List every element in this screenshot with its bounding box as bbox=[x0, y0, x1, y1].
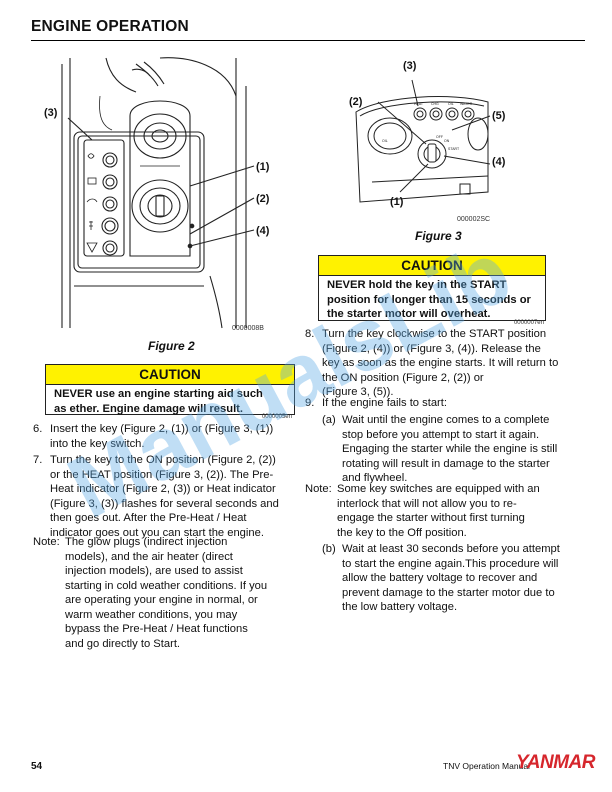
sub-step-label: (a) bbox=[322, 414, 336, 426]
figure-2-callout-4: (4) bbox=[256, 225, 270, 237]
figure-3-callout-4: (4) bbox=[492, 156, 506, 168]
figure-2-callout-2: (2) bbox=[256, 193, 270, 205]
note-label: Note: bbox=[305, 483, 332, 495]
text-line: Turn the key clockwise to the START posi… bbox=[322, 328, 547, 340]
step-number: 9. bbox=[305, 397, 315, 409]
caution-title: CAUTION bbox=[46, 365, 294, 385]
figure-2-illustration bbox=[61, 57, 255, 329]
fig3-oil-gauge-label: OIL bbox=[382, 139, 388, 143]
text-line: If the engine fails to start: bbox=[322, 397, 447, 409]
figure-3-caption: Figure 3 bbox=[415, 229, 462, 243]
caution-box-starting-aid: CAUTION NEVER use an engine starting aid… bbox=[45, 364, 295, 415]
text-line: to start the engine again.This procedure… bbox=[342, 557, 559, 570]
text-line: into the key switch. bbox=[50, 437, 145, 450]
caution-code: 0000007en bbox=[513, 320, 544, 326]
caution-box-start-duration: CAUTION NEVER hold the key in the START … bbox=[318, 255, 546, 321]
text-line: indicator goes out you can start the eng… bbox=[50, 526, 264, 539]
text-line: warm weather conditions, you may bbox=[65, 608, 238, 621]
note-glow-plugs: Note: The glow plugs (indirect injection… bbox=[33, 535, 303, 655]
step-8: 8. Turn the key clockwise to the START p… bbox=[305, 327, 585, 402]
text-line: (Figure 3, (5)). bbox=[322, 386, 394, 398]
text-line: Heat indicator (Figure 2, (3)) or Heat i… bbox=[50, 483, 276, 495]
figure-2-code: 0000008B bbox=[232, 325, 264, 332]
fig3-chg-label: CHG bbox=[431, 102, 439, 106]
text-line: Wait until the engine comes to a complet… bbox=[342, 414, 550, 426]
note-label: Note: bbox=[33, 536, 60, 548]
step-9: 9. If the engine fails to start: bbox=[305, 396, 585, 411]
manual-title: TNV Operation Manual bbox=[443, 761, 530, 771]
fig3-on-label: ON bbox=[444, 139, 450, 143]
figure-3-callout-1: (1) bbox=[390, 196, 404, 208]
text-line: key as soon as the engine starts. It wil… bbox=[322, 357, 559, 369]
text-line: The glow plugs (indirect injection bbox=[65, 536, 228, 548]
text-line: rotating will result in damage to the st… bbox=[342, 457, 550, 470]
text-line: and go directly to Start. bbox=[65, 637, 181, 650]
text-line: models), and the air heater (direct bbox=[65, 550, 233, 563]
fig3-oil-label: OIL bbox=[448, 102, 454, 106]
step-7: 7. Turn the key to the ON position (Figu… bbox=[33, 453, 303, 543]
text-line: allow the battery voltage to recover and bbox=[342, 572, 538, 584]
text-line: engage the starter without first turning bbox=[337, 512, 525, 524]
text-line: Engaging the starter while the engine is… bbox=[342, 443, 558, 455]
figure-2-callout-1: (1) bbox=[256, 161, 270, 173]
header-rule bbox=[31, 40, 585, 41]
text-line: the ON position (Figure 2, (2)) or bbox=[322, 371, 484, 384]
sub-step-label: (b) bbox=[322, 543, 336, 555]
figure-3-callout-3: (3) bbox=[403, 60, 417, 72]
caution-line: the starter motor will overheat. bbox=[327, 308, 491, 320]
text-line: injection models), are used to assist bbox=[65, 565, 243, 577]
text-line: (Figure 2, (4)) or (Figure 3, (4)). Rele… bbox=[322, 342, 541, 355]
caution-title: CAUTION bbox=[319, 256, 545, 276]
step-9b: (b) Wait at least 30 seconds before you … bbox=[322, 542, 585, 617]
figure-3-callout-2: (2) bbox=[349, 96, 363, 108]
step-9a: (a) Wait until the engine comes to a com… bbox=[322, 413, 585, 488]
text-line: are operating your engine in normal, or bbox=[65, 594, 258, 606]
text-line: (Figure 3, (3)) flashes for several seco… bbox=[50, 497, 279, 510]
caution-line: position for longer than 15 seconds or bbox=[327, 293, 531, 306]
text-line: Insert the key (Figure 2, (1)) or (Figur… bbox=[50, 423, 274, 435]
note-interlock: Note: Some key switches are equipped wit… bbox=[305, 482, 585, 542]
fig3-water-label: WATER bbox=[460, 102, 473, 106]
page-number: 54 bbox=[31, 761, 43, 772]
page-title: ENGINE OPERATION bbox=[31, 18, 189, 35]
step-6: 6. Insert the key (Figure 2, (1)) or (Fi… bbox=[33, 422, 303, 452]
text-line: Some key switches are equipped with an bbox=[337, 483, 540, 495]
text-line: or the HEAT position (Figure 3, (2)). Th… bbox=[50, 468, 274, 481]
step-number: 7. bbox=[33, 454, 43, 466]
text-line: Wait at least 30 seconds before you atte… bbox=[342, 543, 560, 555]
yanmar-logo: YANMAR bbox=[516, 752, 595, 773]
text-line: the key to the Off position. bbox=[337, 526, 467, 539]
text-line: stop before you attempt to start it agai… bbox=[342, 428, 540, 441]
text-line: prevent damage to the starter motor due … bbox=[342, 586, 555, 599]
figure-3-illustration: HEAT CHG OIL WATER OIL OFF ON START bbox=[355, 79, 491, 203]
text-line: Turn the key to the ON position (Figure … bbox=[50, 454, 276, 466]
caution-line: NEVER hold the key in the START bbox=[327, 279, 507, 291]
text-line: bypass the Pre-Heat / Heat functions bbox=[65, 623, 248, 635]
text-line: interlock that will not allow you to re- bbox=[337, 497, 517, 510]
figure-2-caption: Figure 2 bbox=[148, 339, 195, 353]
fig3-heat-label: HEAT bbox=[414, 102, 424, 106]
text-line: starting in cold weather conditions. If … bbox=[65, 579, 268, 592]
text-line: then goes out. After the Pre-Heat / Heat bbox=[50, 512, 247, 524]
caution-code: 0000005en bbox=[261, 414, 292, 420]
figure-3-callout-5: (5) bbox=[492, 110, 506, 122]
text-line: and flywheel. bbox=[342, 472, 408, 484]
caution-line: NEVER use an engine starting aid such bbox=[54, 388, 263, 400]
fig3-start-label: START bbox=[448, 147, 460, 151]
caution-line: as ether. Engine damage will result. bbox=[54, 402, 244, 415]
figure-2-callout-3: (3) bbox=[44, 107, 58, 119]
figure-3-code: 000002SC bbox=[457, 216, 491, 223]
text-line: the low battery voltage. bbox=[342, 601, 458, 613]
step-number: 8. bbox=[305, 328, 315, 340]
fig3-off-label: OFF bbox=[436, 135, 443, 139]
step-number: 6. bbox=[33, 423, 43, 435]
